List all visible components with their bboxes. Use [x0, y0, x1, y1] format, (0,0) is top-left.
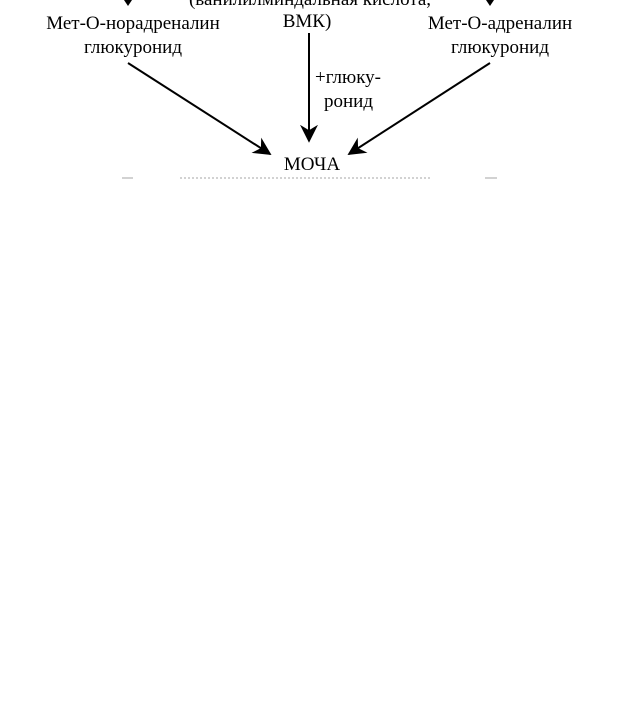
left-product-line2: глюкуронид [84, 37, 182, 58]
left-product-line1: Мет-О-норадреналин [46, 13, 220, 34]
center-arrow-label-line2: ронид [324, 91, 374, 112]
center-top-label: ВМК) [282, 11, 332, 32]
top-right-arrow-stub [486, 0, 494, 6]
right-product-line2: глюкуронид [451, 37, 549, 58]
top-left-arrow-stub [124, 0, 132, 6]
top-partial-line: (ванилилминдальная кислота, [160, 0, 460, 11]
sink-label-urine: МОЧА [283, 154, 341, 175]
arrow-left-to-urine [127, 62, 272, 155]
center-arrow-label-line1: +глюку- [315, 67, 382, 88]
right-product-line1: Мет-О-адреналин [427, 13, 573, 34]
arrow-right-to-urine [347, 62, 491, 155]
